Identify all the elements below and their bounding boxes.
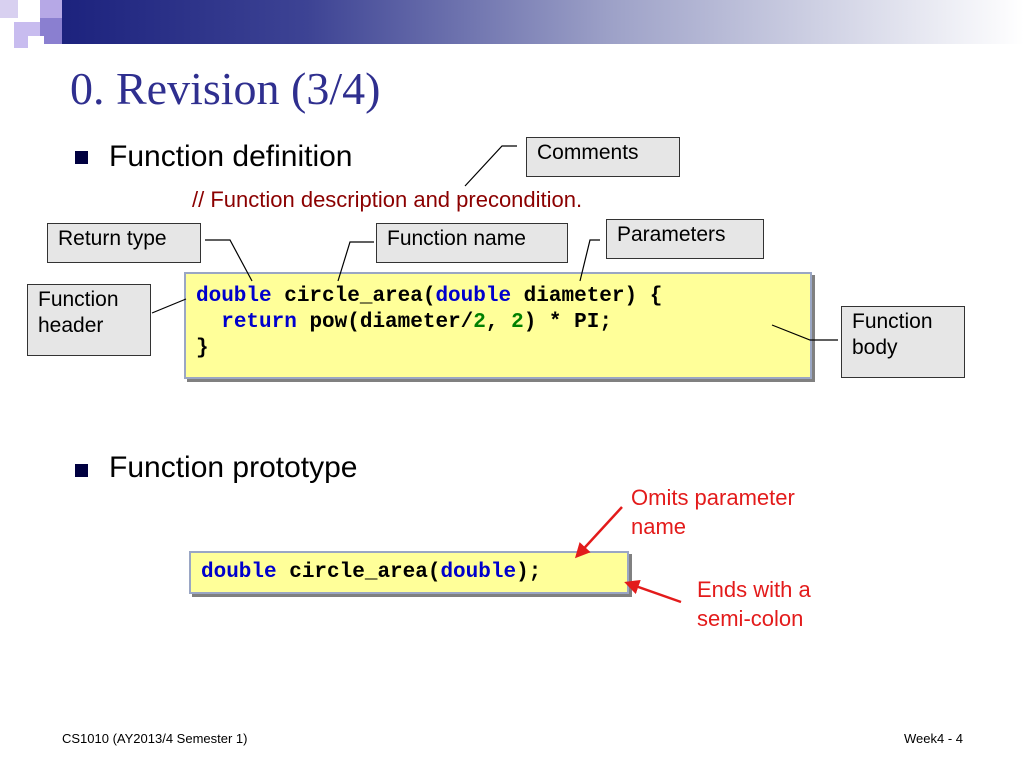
label-function-body: Function body: [841, 306, 965, 378]
deco-square: [40, 0, 62, 18]
code-line-2: return pow(diameter/2, 2) * PI;: [196, 310, 800, 336]
bullet-marker: [75, 464, 88, 477]
code-text: );: [516, 561, 542, 584]
prototype-line: double circle_area(double);: [201, 560, 617, 586]
code-keyword: double: [435, 285, 512, 308]
code-text: pow(diameter/: [296, 311, 474, 334]
label-function-header: Function header: [27, 284, 151, 356]
deco-square: [18, 0, 40, 18]
footer-course: CS1010 (AY2013/4 Semester 1): [62, 731, 248, 746]
code-line-3: }: [196, 337, 209, 360]
deco-square: [40, 18, 62, 44]
bullet-function-prototype: Function prototype: [109, 451, 358, 484]
code-keyword: double: [440, 561, 517, 584]
note-omits-parameter-name: Omits parameter name: [631, 484, 795, 541]
code-text: diameter) {: [511, 285, 663, 308]
arrow-omits-parameter: [574, 506, 623, 559]
connector-function-header: [151, 298, 187, 314]
code-number: 2: [511, 311, 524, 334]
label-function-body-line2: body: [852, 336, 898, 360]
bullet-function-definition: Function definition: [109, 140, 353, 173]
code-keyword: double: [201, 561, 277, 584]
deco-square: [28, 36, 44, 52]
arrow-semicolon: [624, 579, 682, 604]
label-function-header-line2: header: [38, 314, 104, 338]
header-gradient-bar: [0, 0, 1024, 44]
label-return-type: Return type: [47, 223, 201, 263]
slide-title: 0. Revision (3/4): [70, 63, 381, 114]
label-function-name: Function name: [376, 223, 568, 263]
note-ends-line1: Ends with a: [697, 577, 811, 602]
label-function-body-line1: Function: [852, 310, 933, 333]
code-line-1: double circle_area(double diameter) {: [196, 284, 800, 310]
code-indent: [196, 311, 221, 334]
code-keyword: return: [221, 311, 297, 334]
code-text: ) * PI;: [523, 311, 612, 334]
label-function-header-line1: Function: [38, 288, 119, 311]
note-omits-line1: Omits parameter: [631, 485, 795, 510]
function-definition-code: double circle_area(double diameter) { re…: [184, 272, 812, 379]
function-prototype-code: double circle_area(double);: [189, 551, 629, 594]
label-parameters: Parameters: [606, 219, 764, 259]
bullet-marker: [75, 151, 88, 164]
connector-comments: [464, 145, 517, 187]
code-text: circle_area(: [276, 561, 441, 584]
note-ends-line2: semi-colon: [697, 605, 804, 631]
note-omits-line2: name: [631, 513, 687, 539]
code-number: 2: [473, 311, 486, 334]
function-comment-line: // Function description and precondition…: [192, 187, 583, 212]
footer-page-number: Week4 - 4: [903, 731, 963, 746]
code-text: ,: [485, 311, 512, 334]
label-comments: Comments: [526, 137, 680, 177]
code-keyword: double: [196, 285, 272, 308]
note-ends-with-semicolon: Ends with a semi-colon: [697, 576, 811, 633]
deco-square: [0, 0, 18, 18]
code-text: circle_area(: [271, 285, 436, 308]
